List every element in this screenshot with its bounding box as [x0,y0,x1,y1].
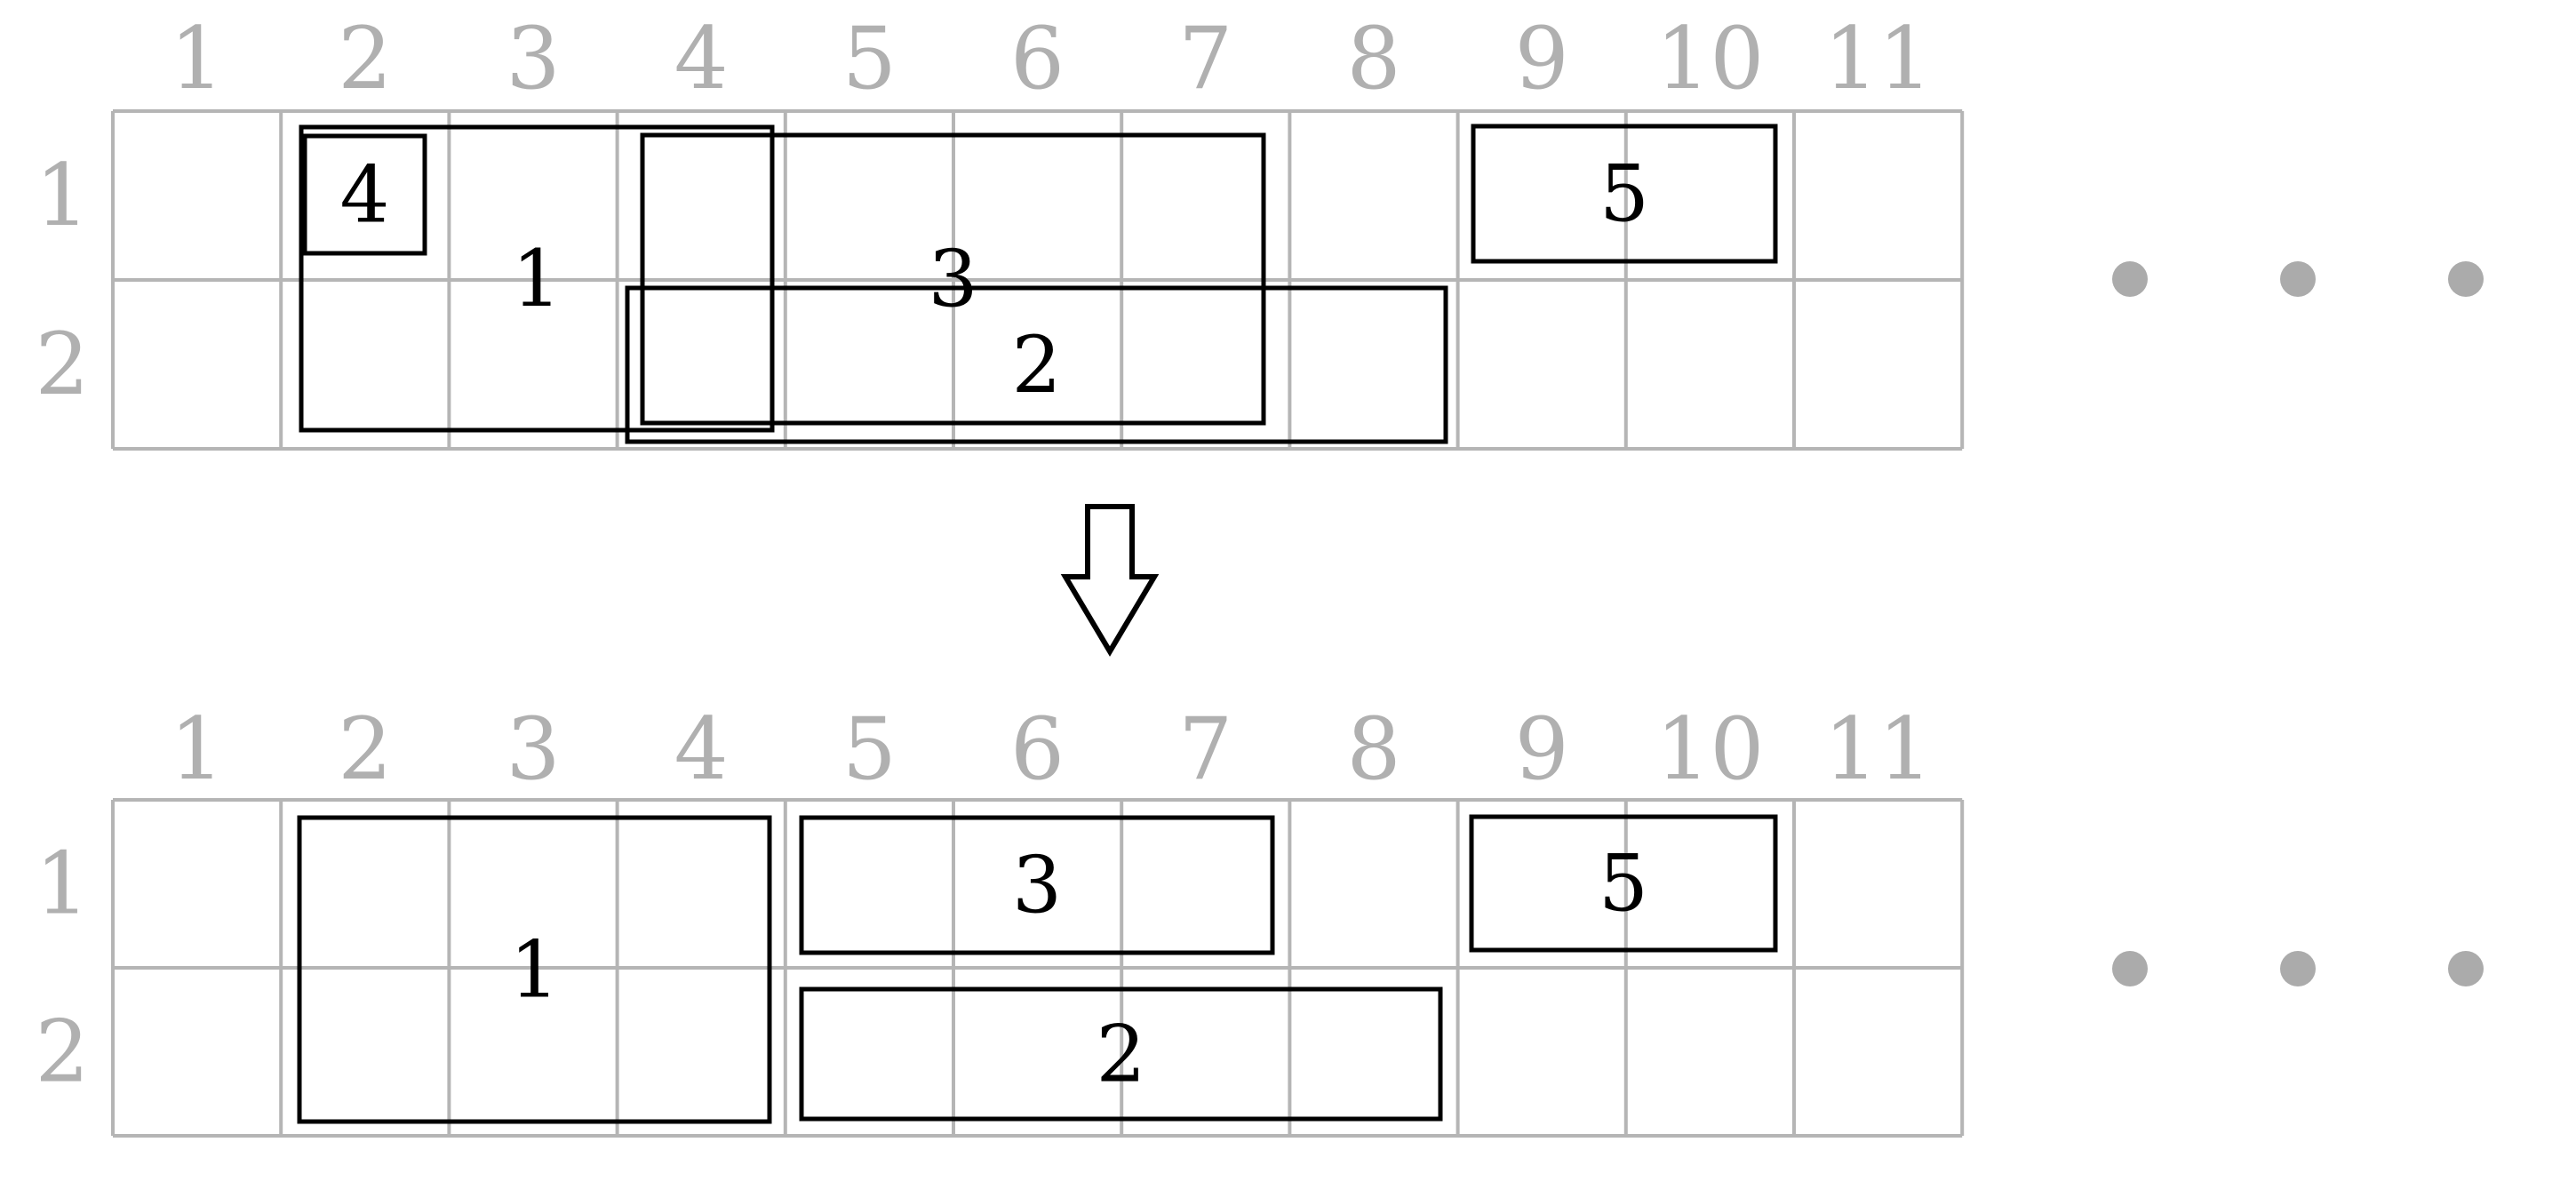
column-label: 10 [1655,9,1764,108]
column-label: 2 [338,699,392,799]
task-label-4: 4 [340,149,390,241]
row-label: 2 [35,1002,89,1102]
ellipsis-dot [2280,261,2316,297]
column-label: 5 [842,699,897,799]
column-label: 6 [1010,699,1065,799]
task-label-3: 3 [1012,840,1062,931]
task-rect-3 [799,815,1275,955]
task-rect-1 [297,815,772,1124]
column-label: 7 [1178,9,1232,108]
column-label: 4 [674,9,729,108]
column-label: 3 [506,699,560,799]
column-label: 4 [674,699,729,799]
ellipsis-dot [2112,261,2148,297]
task-rect-5 [1469,814,1778,953]
column-label: 9 [1515,9,1569,108]
ellipsis-dot [2280,951,2316,986]
task-label-5: 5 [1599,148,1649,240]
column-label: 11 [1824,699,1933,799]
task-label-2: 2 [1012,319,1062,411]
column-label: 5 [842,9,897,108]
task-rect-3 [640,132,1266,426]
column-label: 1 [170,9,224,108]
ellipsis-dot [2112,951,2148,986]
column-label: 3 [506,9,560,108]
column-label: 6 [1010,9,1065,108]
row-label: 2 [35,315,89,414]
task-label-1: 1 [510,924,560,1016]
ellipsis-dot [2448,951,2484,986]
row-label: 1 [35,835,89,934]
task-rect-2 [799,986,1443,1122]
task-label-5: 5 [1599,838,1648,930]
task-rect-1 [299,124,775,433]
task-rect-2 [625,285,1448,444]
down-arrow-icon [1060,504,1160,657]
task-label-3: 3 [929,234,978,325]
ellipsis-dot [2448,261,2484,297]
task-label-2: 2 [1097,1009,1146,1100]
task-rect-4 [302,133,427,256]
column-label: 1 [170,699,224,799]
column-label: 9 [1515,699,1569,799]
column-label: 8 [1346,699,1400,799]
row-label: 1 [35,146,89,245]
column-label: 7 [1178,699,1232,799]
column-label: 10 [1655,699,1764,799]
column-label: 11 [1824,9,1933,108]
task-label-1: 1 [512,233,562,324]
column-label: 8 [1346,9,1400,108]
column-label: 2 [338,9,392,108]
task-rect-5 [1471,124,1778,264]
